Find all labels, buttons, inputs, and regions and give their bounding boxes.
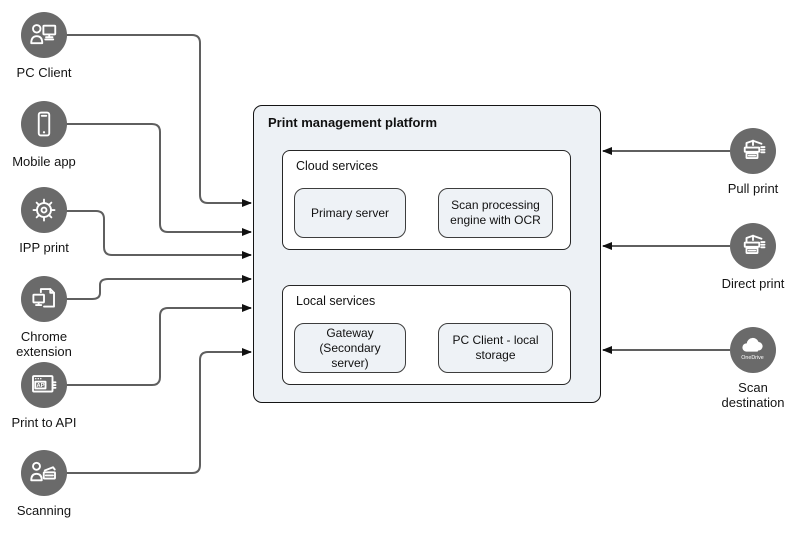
onedrive-cloud-icon: OneDrive: [730, 327, 776, 373]
gear-icon: [21, 187, 67, 233]
node-label: Scan destination: [721, 380, 785, 410]
gateway-node: Gateway (Secondary server): [294, 323, 406, 373]
mobile-app-icon: [21, 101, 67, 147]
node-chrome-extension: Chrome extension: [0, 276, 104, 359]
local-services-box: Local services Gateway (Secondary server…: [282, 285, 571, 385]
local-services-label: Local services: [296, 294, 376, 308]
node-ipp-print: IPP print: [0, 187, 104, 255]
node-print-to-api: API Print to API: [0, 362, 104, 430]
pc-client-storage-node: PC Client - local storage: [438, 323, 553, 373]
pc-client-icon: [21, 12, 67, 58]
svg-text:API: API: [37, 383, 47, 389]
connector-scanning: [66, 348, 252, 474]
node-label: Chrome extension: [16, 329, 72, 359]
chrome-extension-icon: [21, 276, 67, 322]
node-pull-print: Pull print: [693, 128, 808, 196]
scan-person-icon: [21, 450, 67, 496]
node-label: Mobile app: [12, 154, 76, 169]
node-label: IPP print: [19, 240, 69, 255]
node-scanning: Scanning: [0, 450, 104, 518]
node-label: Pull print: [727, 181, 779, 196]
primary-server-node: Primary server: [294, 188, 406, 238]
connector-mobile-app: [66, 123, 252, 236]
node-label: Print to API: [11, 415, 77, 430]
connector-pc-client: [66, 34, 252, 207]
multifunction-printer-icon: [730, 223, 776, 269]
connector-chrome-extension: [66, 275, 252, 300]
cloud-services-label: Cloud services: [296, 159, 378, 173]
node-label: Direct print: [721, 276, 785, 291]
scan-processing-node: Scan processing engine with OCR: [438, 188, 553, 238]
connector-ipp-print: [66, 210, 252, 259]
node-direct-print: Direct print: [693, 223, 808, 291]
connector-print-to-api: [66, 304, 252, 386]
print-management-platform-box: Print management platform Cloud services…: [253, 105, 601, 403]
platform-title: Print management platform: [268, 115, 438, 130]
node-scan-destination: OneDrive Scan destination: [693, 327, 808, 410]
node-mobile-app: Mobile app: [0, 101, 104, 169]
node-label: Scanning: [16, 503, 72, 518]
cloud-services-box: Cloud services Primary server Scan proce…: [282, 150, 571, 250]
svg-text:OneDrive: OneDrive: [741, 355, 764, 361]
api-window-icon: API: [21, 362, 67, 408]
node-label: PC Client: [16, 65, 72, 80]
multifunction-printer-icon: [730, 128, 776, 174]
node-pc-client: PC Client: [0, 12, 104, 80]
